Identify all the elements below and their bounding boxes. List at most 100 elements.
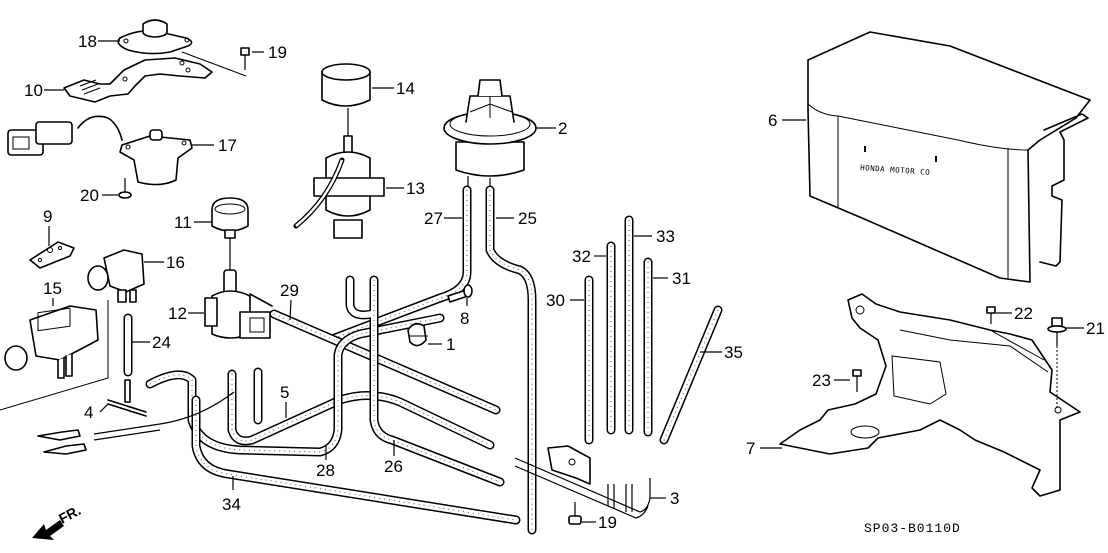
callout-number[interactable]: 6 <box>768 111 777 130</box>
tube-34[interactable] <box>191 395 521 525</box>
callout-number[interactable]: 8 <box>460 309 469 328</box>
callout-2[interactable]: 2 <box>536 119 567 138</box>
part-7-control-box-bracket[interactable] <box>779 293 1081 497</box>
part-3-tube-joint[interactable] <box>514 445 651 519</box>
callout-24[interactable]: 24 <box>132 333 171 352</box>
callout-number[interactable]: 2 <box>558 119 567 138</box>
tube-28[interactable] <box>145 313 445 457</box>
callout-number[interactable]: 21 <box>1086 319 1105 338</box>
callout-21[interactable]: 21 <box>1066 319 1105 338</box>
tube-35[interactable] <box>659 305 723 445</box>
callout-19-bottom[interactable]: 19 <box>582 513 617 532</box>
callout-number[interactable]: 9 <box>43 207 52 226</box>
callout-number[interactable]: 26 <box>384 457 403 476</box>
callout-number[interactable]: 11 <box>174 213 192 232</box>
part-19-bolt-top[interactable] <box>240 47 250 70</box>
callout-16[interactable]: 16 <box>144 253 185 272</box>
callout-35[interactable]: 35 <box>700 343 743 362</box>
callout-3[interactable]: 3 <box>650 489 679 508</box>
callout-number[interactable]: 16 <box>166 253 185 272</box>
callout-number[interactable]: 15 <box>43 279 62 298</box>
callout-number[interactable]: 19 <box>598 513 617 532</box>
callout-number[interactable]: 22 <box>1014 304 1033 323</box>
part-18-cap[interactable] <box>117 19 193 55</box>
callout-23[interactable]: 23 <box>812 371 850 390</box>
callout-7[interactable]: 7 <box>746 439 782 458</box>
part-6-control-box-cover[interactable]: HONDA MOTOR CO <box>807 31 1091 283</box>
part-22-bolt[interactable] <box>986 306 996 324</box>
part-15-sensor[interactable] <box>4 305 99 379</box>
part-16-connector[interactable] <box>87 249 145 303</box>
callout-number[interactable]: 12 <box>168 304 187 323</box>
callout-number[interactable]: 20 <box>80 186 99 205</box>
part-17-sensor[interactable] <box>7 115 193 186</box>
callout-20[interactable]: 20 <box>80 186 118 205</box>
part-13-solenoid-valve[interactable] <box>293 135 385 239</box>
callout-14[interactable]: 14 <box>372 79 415 98</box>
callout-19-top[interactable]: 19 <box>252 43 287 62</box>
callout-number[interactable]: 13 <box>406 179 425 198</box>
callout-1[interactable]: 1 <box>428 335 455 354</box>
callout-15[interactable]: 15 <box>43 279 62 306</box>
part-23-bolt[interactable] <box>852 369 862 392</box>
callout-number[interactable]: 35 <box>724 343 743 362</box>
callout-number[interactable]: 14 <box>396 79 415 98</box>
tube-25[interactable] <box>485 185 537 535</box>
part-1-clamp[interactable] <box>407 322 428 347</box>
part-4-tube-joint-t[interactable] <box>107 379 147 417</box>
callout-number[interactable]: 34 <box>222 495 241 514</box>
callout-26[interactable]: 26 <box>384 440 403 476</box>
callout-number[interactable]: 30 <box>546 291 565 310</box>
callout-number[interactable]: 29 <box>280 281 299 300</box>
callout-number[interactable]: 25 <box>518 209 537 228</box>
callout-number[interactable]: 18 <box>78 32 97 51</box>
callout-25[interactable]: 25 <box>496 209 537 228</box>
part-8-bolt[interactable] <box>447 284 473 303</box>
callout-9[interactable]: 9 <box>43 207 52 246</box>
tube-29[interactable] <box>269 309 501 415</box>
callout-number[interactable]: 4 <box>84 403 93 422</box>
callout-number[interactable]: 32 <box>572 247 591 266</box>
callout-10[interactable]: 10 <box>24 81 64 100</box>
callout-number[interactable]: 33 <box>656 227 675 246</box>
callout-27[interactable]: 27 <box>424 209 462 228</box>
callout-17[interactable]: 17 <box>192 136 237 155</box>
callout-number[interactable]: 27 <box>424 209 443 228</box>
callout-28[interactable]: 28 <box>316 446 335 480</box>
callout-30[interactable]: 30 <box>546 291 584 310</box>
part-9-bracket-plate[interactable] <box>29 241 75 269</box>
part-14-air-filter[interactable] <box>321 63 371 138</box>
callout-11[interactable]: 11 <box>174 213 212 232</box>
part-2-map-sensor[interactable] <box>443 79 537 188</box>
callout-6[interactable]: 6 <box>768 111 806 130</box>
callout-number[interactable]: 7 <box>746 439 755 458</box>
part-21-bolt-washer[interactable] <box>1047 317 1067 410</box>
part-19-bolt-bottom[interactable] <box>568 502 582 525</box>
part-12-solenoid-valve[interactable] <box>204 269 273 339</box>
callout-32[interactable]: 32 <box>572 247 606 266</box>
tube-27[interactable] <box>330 185 472 343</box>
callout-22[interactable]: 22 <box>996 304 1033 323</box>
callout-number[interactable]: 10 <box>24 81 43 100</box>
callout-13[interactable]: 13 <box>386 179 425 198</box>
tube-5[interactable] <box>227 369 495 450</box>
callout-number[interactable]: 23 <box>812 371 831 390</box>
callout-number[interactable]: 31 <box>672 269 691 288</box>
callout-12[interactable]: 12 <box>168 304 204 323</box>
callout-number[interactable]: 19 <box>268 43 287 62</box>
callout-18[interactable]: 18 <box>78 32 120 51</box>
part-20-bolt[interactable] <box>118 178 132 199</box>
callout-number[interactable]: 5 <box>280 383 289 402</box>
callout-31[interactable]: 31 <box>653 269 691 288</box>
callout-29[interactable]: 29 <box>280 281 299 321</box>
callout-34[interactable]: 34 <box>222 476 241 514</box>
part-10-sensor-bracket[interactable] <box>63 57 213 103</box>
callout-8[interactable]: 8 <box>460 298 469 328</box>
callout-number[interactable]: 24 <box>152 333 171 352</box>
callout-33[interactable]: 33 <box>634 227 675 246</box>
callout-number[interactable]: 3 <box>670 489 679 508</box>
callout-number[interactable]: 1 <box>446 335 455 354</box>
tube-26[interactable] <box>345 275 505 487</box>
callout-5[interactable]: 5 <box>280 383 289 418</box>
callout-4[interactable]: 4 <box>84 403 109 422</box>
